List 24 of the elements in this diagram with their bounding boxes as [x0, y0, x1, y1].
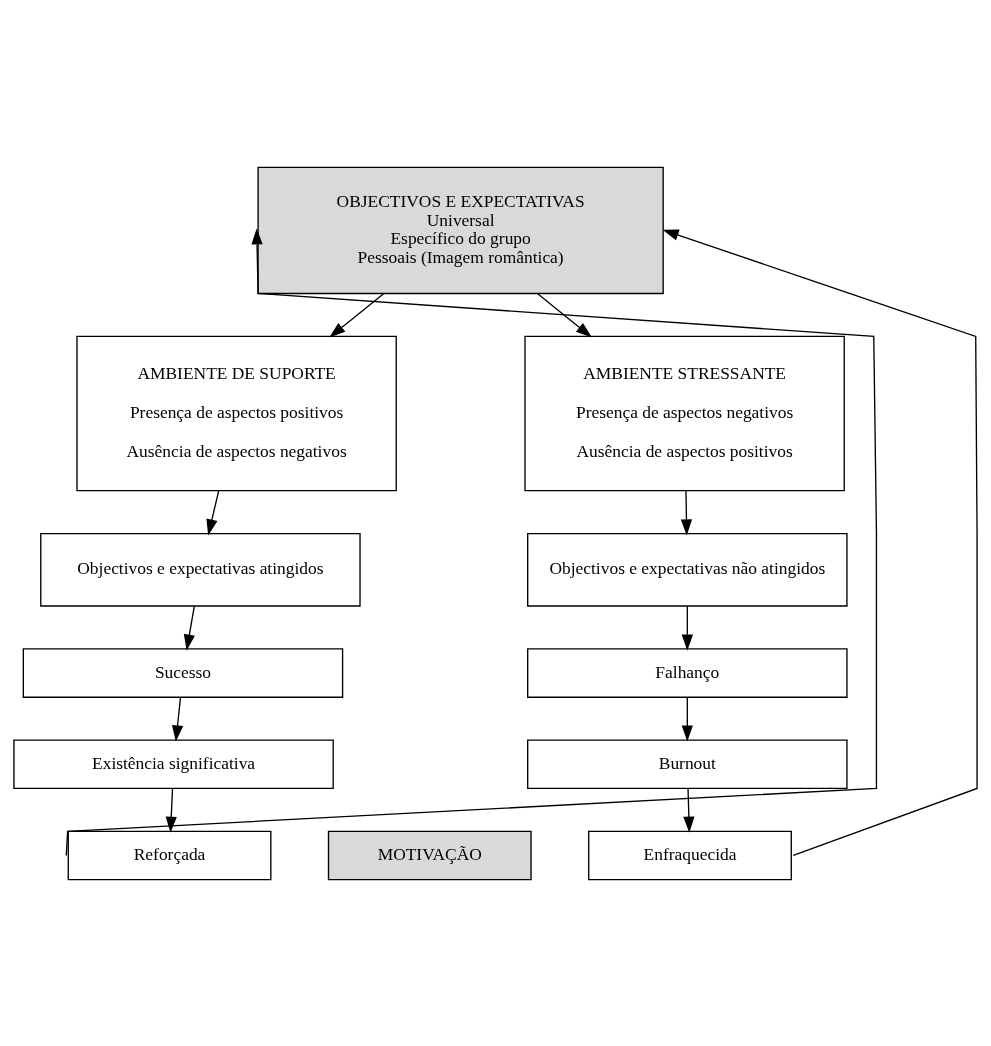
node-box: OBJECTIVOS E EXPECTATIVAS Universal Específico do grupo Pessoais (Imagem romântica) — [257, 166, 664, 294]
arrow — [329, 292, 385, 337]
node-box: Objectivos e expectativas atingidos — [40, 532, 361, 607]
node-box: Sucesso — [22, 647, 344, 698]
node-box: Reforçada — [67, 830, 272, 880]
arrow — [662, 229, 978, 856]
arrow — [681, 696, 693, 742]
arrow — [681, 605, 693, 651]
node-box: Existência significativa — [13, 738, 334, 789]
arrow — [171, 696, 184, 742]
arrow — [183, 605, 195, 651]
arrow — [165, 787, 177, 833]
arrow — [680, 489, 693, 535]
node-box: Objectivos e expectativas não atingidos — [527, 532, 848, 607]
arrow — [683, 787, 695, 833]
node-box: AMBIENTE DE SUPORTE Presença de aspectos positivos Ausência de aspectos negativos — [76, 335, 397, 491]
node-box: Enfraquecida — [588, 830, 792, 880]
node-box: Falhanço — [527, 647, 848, 698]
arrow — [206, 489, 220, 535]
node-box: MOTIVAÇÃO — [327, 830, 532, 880]
node-box: Burnout — [527, 738, 848, 789]
node-box: AMBIENTE STRESSANTE Presença de aspectos negativos Ausência de aspectos positivos — [524, 335, 845, 491]
arrow — [65, 227, 878, 856]
arrow — [537, 292, 592, 337]
